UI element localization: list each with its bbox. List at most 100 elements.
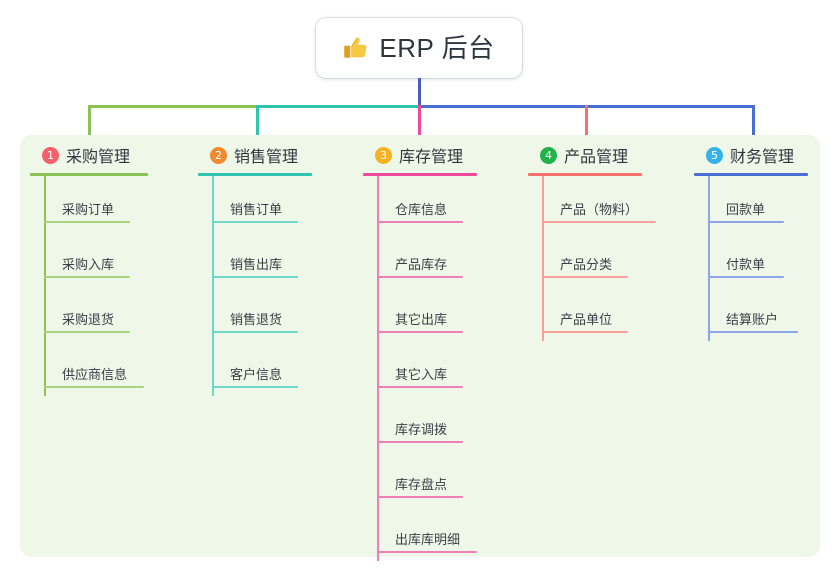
list-item-label: 销售退货 <box>230 312 283 327</box>
branch-spine-product <box>542 176 544 341</box>
list-item[interactable]: 产品库存 <box>363 231 477 286</box>
branch-spine-purchase <box>44 176 46 396</box>
branch-sales: 2 销售管理 销售订单 销售出库 销售退货 客户信息 <box>198 142 312 396</box>
list-item-rule <box>44 276 130 278</box>
list-item[interactable]: 付款单 <box>694 231 808 286</box>
list-item-label: 仓库信息 <box>395 202 448 217</box>
list-item[interactable]: 客户信息 <box>198 341 312 396</box>
branch-header-sales[interactable]: 2 销售管理 <box>198 142 312 168</box>
list-item[interactable]: 结算账户 <box>694 286 808 341</box>
list-item-label: 采购入库 <box>62 257 115 272</box>
branch-spine-finance <box>708 176 710 341</box>
branch-items-inventory: 仓库信息 产品库存 其它出库 其它入库 库存调拨 库存盘点 <box>363 176 477 561</box>
list-item-rule <box>377 496 463 498</box>
list-item-rule <box>708 331 798 333</box>
list-item-label: 供应商信息 <box>62 367 128 382</box>
list-item-rule <box>212 386 298 388</box>
list-item-label: 产品单位 <box>560 312 613 327</box>
connector-bus-green <box>88 105 258 108</box>
branch-title-sales: 销售管理 <box>234 149 299 166</box>
list-item-label: 其它入库 <box>395 367 448 382</box>
list-item[interactable]: 采购退货 <box>30 286 148 341</box>
list-item-rule <box>44 221 130 223</box>
branch-items-purchase: 采购订单 采购入库 采购退货 供应商信息 <box>30 176 148 396</box>
root-node[interactable]: ERP 后台 <box>316 18 522 78</box>
list-item[interactable]: 供应商信息 <box>30 341 148 396</box>
branch-title-inventory: 库存管理 <box>399 149 464 166</box>
list-item-label: 产品（物料） <box>560 202 639 217</box>
branch-title-product: 产品管理 <box>564 149 629 166</box>
list-item[interactable]: 采购订单 <box>30 176 148 231</box>
branch-purchase: 1 采购管理 采购订单 采购入库 采购退货 供应商信息 <box>30 142 148 396</box>
branch-items-finance: 回款单 付款单 结算账户 <box>694 176 808 341</box>
list-item-rule <box>377 221 463 223</box>
list-item[interactable]: 销售出库 <box>198 231 312 286</box>
connector-drop-finance <box>752 105 755 137</box>
list-item-rule <box>542 221 656 223</box>
branch-spine-sales <box>212 176 214 396</box>
list-item-label: 付款单 <box>726 257 766 272</box>
connector-bus-teal <box>256 105 420 108</box>
list-item-rule <box>212 221 298 223</box>
list-item[interactable]: 库存盘点 <box>363 451 477 506</box>
branch-inventory: 3 库存管理 仓库信息 产品库存 其它出库 其它入库 库存调拨 <box>363 142 477 561</box>
diagram-panel <box>20 135 820 557</box>
branch-badge-4: 4 <box>540 146 557 164</box>
branch-badge-3: 3 <box>375 146 392 164</box>
branch-rule-finance <box>694 173 808 176</box>
branch-rule-sales <box>198 173 312 176</box>
list-item-label: 采购订单 <box>62 202 115 217</box>
list-item[interactable]: 采购入库 <box>30 231 148 286</box>
branch-items-sales: 销售订单 销售出库 销售退货 客户信息 <box>198 176 312 396</box>
list-item[interactable]: 销售退货 <box>198 286 312 341</box>
list-item-label: 产品库存 <box>395 257 448 272</box>
branch-title-finance: 财务管理 <box>730 149 795 166</box>
list-item-label: 其它出库 <box>395 312 448 327</box>
branch-header-finance[interactable]: 5 财务管理 <box>694 142 808 168</box>
branch-header-purchase[interactable]: 1 采购管理 <box>30 142 148 168</box>
list-item-label: 客户信息 <box>230 367 283 382</box>
list-item[interactable]: 产品（物料） <box>528 176 656 231</box>
list-item-rule <box>377 441 463 443</box>
list-item-rule <box>44 386 144 388</box>
branch-rule-purchase <box>30 173 148 176</box>
connector-root-stem <box>418 78 421 107</box>
connector-drop-inventory <box>418 105 421 137</box>
list-item[interactable]: 仓库信息 <box>363 176 477 231</box>
list-item-label: 回款单 <box>726 202 766 217</box>
branch-badge-1: 1 <box>42 146 59 164</box>
connector-drop-sales <box>256 105 259 137</box>
root-title: ERP 后台 <box>379 33 495 63</box>
list-item-rule <box>44 331 130 333</box>
list-item-rule <box>377 331 463 333</box>
list-item-rule <box>212 331 298 333</box>
list-item-label: 结算账户 <box>726 312 779 327</box>
connector-drop-product <box>585 105 588 137</box>
branch-header-product[interactable]: 4 产品管理 <box>528 142 642 168</box>
list-item[interactable]: 产品分类 <box>528 231 642 286</box>
list-item[interactable]: 库存调拨 <box>363 396 477 451</box>
branch-finance: 5 财务管理 回款单 付款单 结算账户 <box>694 142 808 341</box>
list-item[interactable]: 其它出库 <box>363 286 477 341</box>
list-item[interactable]: 销售订单 <box>198 176 312 231</box>
branch-rule-product <box>528 173 642 176</box>
list-item-label: 出库库明细 <box>395 532 461 547</box>
branch-spine-inventory <box>377 176 379 561</box>
branch-header-inventory[interactable]: 3 库存管理 <box>363 142 477 168</box>
list-item[interactable]: 产品单位 <box>528 286 642 341</box>
list-item-label: 采购退货 <box>62 312 115 327</box>
branch-badge-5: 5 <box>706 146 723 164</box>
branch-product: 4 产品管理 产品（物料） 产品分类 产品单位 <box>528 142 656 341</box>
list-item-label: 销售出库 <box>230 257 283 272</box>
list-item-rule <box>377 276 463 278</box>
list-item[interactable]: 回款单 <box>694 176 808 231</box>
branch-title-purchase: 采购管理 <box>66 149 131 166</box>
list-item-rule <box>542 276 628 278</box>
list-item-rule <box>377 386 463 388</box>
connector-drop-purchase <box>88 105 91 137</box>
list-item-label: 产品分类 <box>560 257 613 272</box>
list-item[interactable]: 出库库明细 <box>363 506 477 561</box>
list-item[interactable]: 其它入库 <box>363 341 477 396</box>
list-item-rule <box>212 276 298 278</box>
